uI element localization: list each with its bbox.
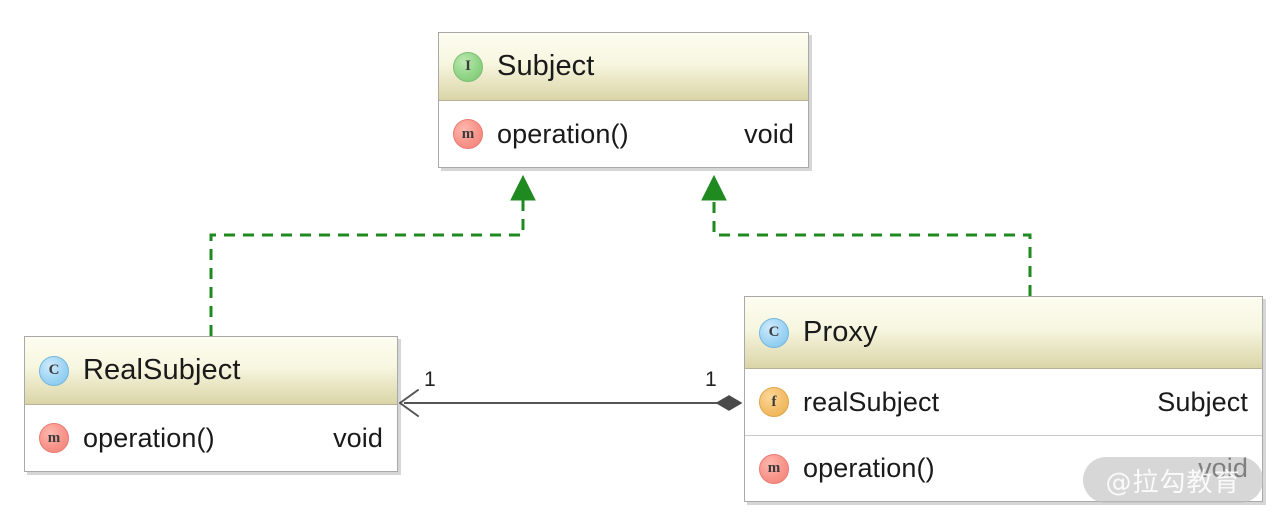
member-name: realSubject bbox=[803, 386, 940, 417]
composition-diamond-icon bbox=[715, 395, 743, 411]
member-type: void bbox=[744, 118, 794, 149]
field-badge-icon: f bbox=[759, 387, 789, 417]
realization-arrowhead-proxy bbox=[701, 174, 727, 201]
composition-arrowhead-icon bbox=[399, 389, 419, 417]
realization-line-proxy bbox=[712, 196, 1032, 296]
method-badge-icon: m bbox=[759, 453, 789, 484]
multiplicity-label-realsubject-end: 1 bbox=[424, 368, 436, 391]
member-name: operation() bbox=[497, 118, 629, 149]
edge-proxy-composes-realsubject bbox=[399, 389, 743, 417]
method-badge-icon: m bbox=[453, 119, 483, 149]
class-header-proxy: C Proxy bbox=[745, 297, 1262, 369]
class-name-realsubject: RealSubject bbox=[83, 354, 241, 386]
member-type: void bbox=[333, 422, 383, 453]
realization-arrowhead-realsubject bbox=[510, 174, 536, 201]
member-row-proxy-operation[interactable]: m operation() void bbox=[745, 435, 1262, 501]
member-row-subject-operation[interactable]: m operation() void bbox=[439, 101, 808, 167]
class-header-realsubject: C RealSubject bbox=[25, 337, 397, 405]
class-badge-icon: C bbox=[39, 355, 69, 386]
class-box-proxy[interactable]: C Proxy f realSubject Subject m operatio… bbox=[744, 296, 1263, 502]
class-name-proxy: Proxy bbox=[803, 316, 878, 348]
multiplicity-label-proxy-end: 1 bbox=[705, 368, 717, 391]
interface-badge-icon: I bbox=[453, 51, 483, 82]
member-row-realsubject-operation[interactable]: m operation() void bbox=[25, 405, 397, 471]
class-box-subject[interactable]: I Subject m operation() void bbox=[438, 32, 809, 168]
class-badge-icon: C bbox=[759, 317, 789, 348]
method-badge-icon: m bbox=[39, 423, 69, 453]
member-row-proxy-realsubject[interactable]: f realSubject Subject bbox=[745, 369, 1262, 435]
member-type: void bbox=[1198, 453, 1248, 483]
class-box-realsubject[interactable]: C RealSubject m operation() void bbox=[24, 336, 398, 472]
realization-line-realsubject bbox=[209, 196, 525, 336]
class-header-subject: I Subject bbox=[439, 33, 808, 101]
member-type: Subject bbox=[1157, 386, 1248, 417]
member-name: operation() bbox=[83, 422, 215, 453]
class-name-subject: Subject bbox=[497, 50, 595, 82]
edge-realsubject-implements-subject bbox=[209, 174, 536, 336]
edge-proxy-implements-subject bbox=[701, 174, 1032, 296]
member-name: operation() bbox=[803, 453, 935, 483]
